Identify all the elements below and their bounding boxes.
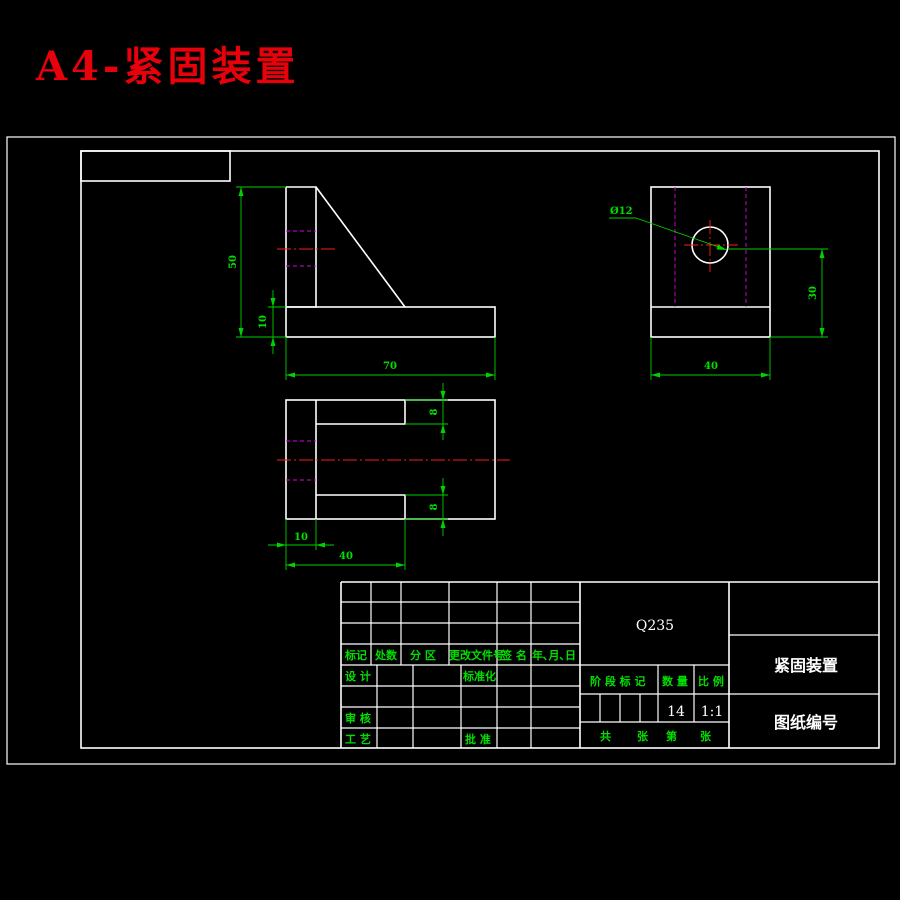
tb-approve-label: 批 准 (465, 732, 491, 746)
top-view: 8 8 10 40 (268, 383, 510, 570)
tb-ratio-label: 比 例 (698, 674, 724, 688)
tb-weight-label: 数 量 (662, 674, 688, 688)
dim-side-width-label: 40 (704, 361, 718, 372)
tb-sheet-no-label: 第 (666, 729, 677, 743)
dim-slot-bottom-label: 8 (429, 503, 440, 510)
tb-signature-label: 签 名 (500, 648, 527, 662)
tb-count-label: 处数 (374, 648, 398, 662)
tb-zone-label: 分 区 (410, 648, 436, 662)
hole-diameter-label: Ø12 (610, 206, 633, 217)
corner-code-box (80, 150, 231, 182)
dim-slot-depth-label: 40 (339, 551, 353, 562)
tb-scale: 1:1 (701, 704, 724, 720)
tb-review-label: 审 核 (345, 711, 371, 725)
tb-drawing-number-label: 图纸编号 (774, 713, 838, 732)
tb-drawing-name: 紧固装置 (774, 656, 838, 675)
dim-width-label: 70 (383, 361, 397, 372)
tb-material: Q235 (636, 618, 674, 634)
tb-process-label: 工 艺 (345, 732, 371, 746)
tb-stage-mark-label: 阶 段 标 记 (590, 674, 646, 688)
sheet-outer-border (6, 136, 896, 765)
title-block: 标记 处数 分 区 更改文件号 签 名 年､月､日 设 计 标准化 审 核 工 … (340, 581, 879, 748)
tb-total-label: 共 (600, 729, 611, 743)
tb-sheets2-label: 张 (700, 729, 712, 743)
dim-hole-height-label: 30 (808, 286, 819, 300)
tb-sheets-label: 张 (637, 729, 649, 743)
tb-mark-label: 标记 (344, 648, 367, 662)
front-view: 50 10 70 (228, 186, 496, 380)
sheet-inner-border (80, 150, 880, 749)
tb-date-label: 年､月､日 (532, 648, 576, 662)
tb-design-label: 设 计 (345, 669, 371, 683)
dim-slot-top-label: 8 (429, 408, 440, 415)
dim-base-label: 10 (258, 315, 269, 329)
tb-quantity: 14 (667, 704, 685, 720)
dim-wall-label: 10 (294, 532, 308, 543)
tb-standardization-label: 标准化 (462, 669, 496, 683)
dim-height-label: 50 (228, 255, 239, 269)
tb-change-doc-label: 更改文件号 (449, 648, 504, 662)
side-view: Ø12 30 40 (609, 186, 828, 380)
page-title: A4-紧固装置 (36, 43, 300, 90)
